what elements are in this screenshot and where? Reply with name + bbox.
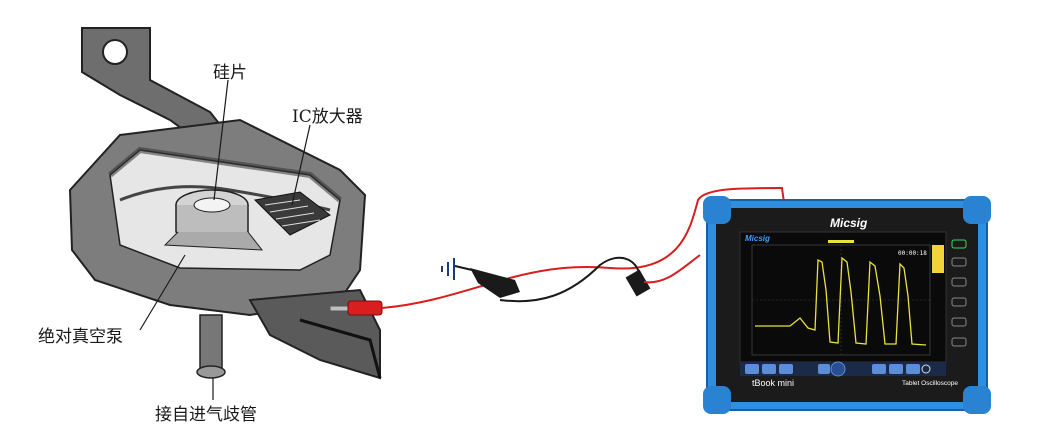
label-ic-amplifier: IC放大器 (292, 107, 363, 127)
label-vacuum-chamber: 绝对真空泵 (38, 327, 123, 347)
oscilloscope-model: tBook mini (752, 378, 795, 388)
time-readout: 00:00:18 (898, 250, 927, 257)
signal-wire (381, 186, 786, 309)
side-buttons (951, 239, 967, 347)
oscilloscope-subtitle: Tablet Oscilloscope (902, 380, 958, 387)
screen-grid (752, 245, 930, 355)
channel-panel (932, 245, 944, 273)
leader-silicon-chip (213, 79, 229, 201)
ground-wire (499, 256, 641, 303)
ground-clip (470, 268, 520, 298)
probe-tip (329, 305, 351, 312)
screen-logo: Micsig (745, 234, 770, 243)
probe-inline-box (625, 269, 651, 297)
waveform-trace (755, 256, 927, 346)
leader-ic-amplifier (291, 124, 311, 206)
bracket-hole (102, 39, 128, 65)
probe-wiring (329, 186, 786, 316)
label-intake-connection: 接自进气歧管 (155, 405, 257, 425)
oscilloscope-tablet (703, 196, 991, 414)
ic-amplifier-board (253, 191, 331, 236)
ground-symbol (441, 258, 455, 280)
label-silicon-chip: 硅片 (213, 63, 247, 83)
intake-stem (199, 314, 223, 371)
oscilloscope-brand: Micsig (830, 216, 868, 230)
leader-vacuum-chamber (139, 254, 186, 331)
map-sensor (68, 27, 382, 400)
red-probe-plug (347, 300, 383, 316)
